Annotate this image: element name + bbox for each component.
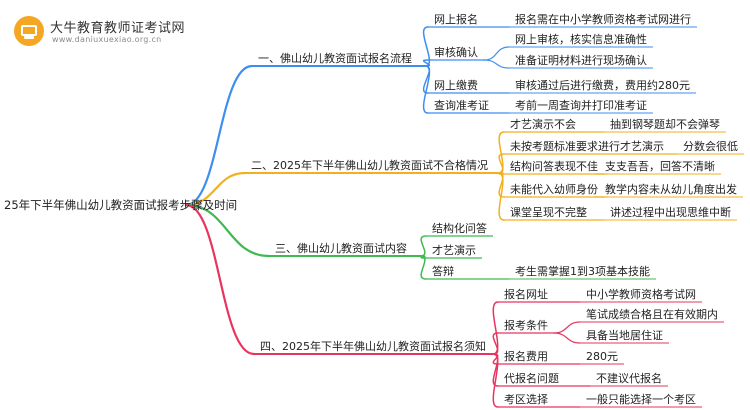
site-logo[interactable]: 大牛教育教师证考试网 www.daniuxuexiao.org.cn bbox=[14, 14, 214, 48]
leaf-topic: 笔试成绩合格且在有效期内 bbox=[586, 307, 718, 321]
brand-title: 大牛教育教师证考试网 bbox=[50, 21, 186, 36]
leaf-topic: 一般只能选择一个考区 bbox=[586, 392, 696, 406]
subtopic: 结构问答表现不佳 bbox=[510, 159, 598, 173]
leaf-topic: 抽到钢琴题却不会弹琴 bbox=[610, 117, 720, 131]
subtopic: 网上缴费 bbox=[434, 78, 478, 92]
subtopic: 报考条件 bbox=[504, 318, 548, 332]
leaf-topic: 考前一周查询并打印准考证 bbox=[515, 98, 647, 112]
leaf-topic: 280元 bbox=[586, 350, 618, 363]
leaf-topic: 报名需在中小学教师资格考试网进行 bbox=[515, 12, 691, 26]
subtopic: 报名费用 bbox=[504, 349, 548, 363]
subtopic: 才艺演示不会 bbox=[510, 117, 576, 131]
leaf-topic: 审核通过后进行缴费，费用约280元 bbox=[515, 78, 690, 92]
leaf-topic: 网上审核，核实信息准确性 bbox=[515, 32, 647, 46]
leaf-topic: 具备当地居住证 bbox=[586, 328, 663, 342]
leaf-topic: 支支吾吾，回答不清晰 bbox=[605, 159, 715, 173]
labels: 25年下半年佛山幼儿教资面试报考步骤及时间一、佛山幼儿教资面试报名流程网上报名报… bbox=[4, 12, 738, 406]
leaf-topic: 分数会很低 bbox=[683, 139, 738, 153]
branch-topic: 三、佛山幼儿教资面试内容 bbox=[275, 241, 407, 255]
leaf-topic: 不建议代报名 bbox=[596, 371, 662, 385]
subtopic: 查询准考证 bbox=[434, 98, 489, 112]
leaf-topic: 中小学教师资格考试网 bbox=[586, 287, 696, 301]
subtopic: 结构化问答 bbox=[432, 221, 487, 235]
subtopic: 考区选择 bbox=[504, 392, 548, 406]
leaf-topic: 讲述过程中出现思维中断 bbox=[610, 205, 731, 219]
branch-topic: 四、2025年下半年佛山幼儿教资面试报名须知 bbox=[260, 339, 486, 353]
subtopic: 课堂呈现不完整 bbox=[510, 205, 587, 219]
leaf-topic: 准备证明材料进行现场确认 bbox=[515, 53, 647, 67]
book-icon bbox=[14, 16, 44, 46]
leaf-topic: 教学内容未从幼儿角度出发 bbox=[605, 182, 737, 196]
subtopic: 审核确认 bbox=[434, 45, 478, 59]
leaf-topic: 考生需掌握1到3项基本技能 bbox=[515, 264, 650, 278]
subtopic: 报名网址 bbox=[504, 287, 548, 301]
brand-url: www.daniuxuexiao.org.cn bbox=[52, 35, 162, 44]
branch-topic: 二、2025年下半年佛山幼儿教资面试不合格情况 bbox=[251, 158, 488, 172]
subtopic: 才艺演示 bbox=[432, 243, 476, 257]
subtopic: 网上报名 bbox=[434, 12, 478, 26]
root-topic: 25年下半年佛山幼儿教资面试报考步骤及时间 bbox=[4, 198, 237, 212]
subtopic: 答辩 bbox=[432, 264, 454, 278]
subtopic: 未按考题标准要求进行才艺演示 bbox=[510, 139, 664, 153]
subtopic: 代报名问题 bbox=[504, 371, 559, 385]
subtopic: 未能代入幼师身份 bbox=[510, 182, 598, 196]
branch-topic: 一、佛山幼儿教资面试报名流程 bbox=[258, 51, 412, 65]
connectors bbox=[184, 26, 744, 408]
